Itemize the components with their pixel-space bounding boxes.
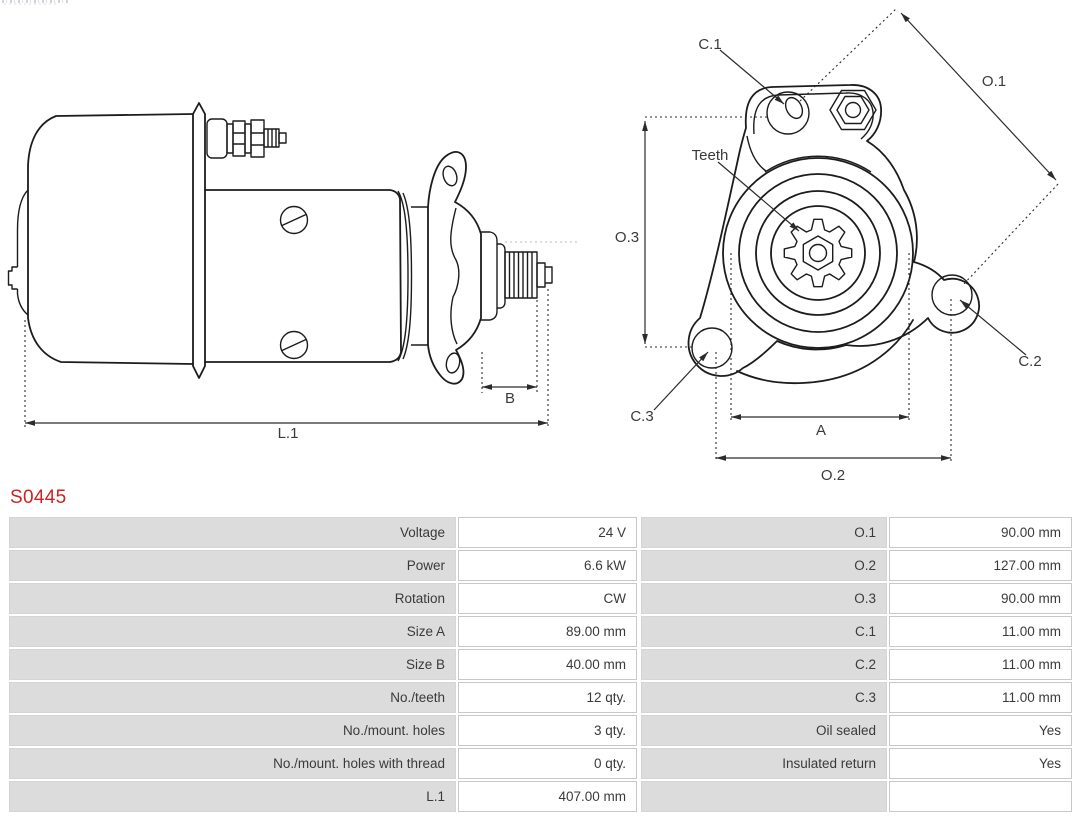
spec-label-cell: O.3 [641, 583, 887, 614]
body-lug [16, 189, 29, 316]
solenoid-terminal [206, 118, 287, 159]
dimension-l1: L.1 [24, 289, 549, 442]
pinion-gear [481, 231, 553, 321]
spec-row: Rotation CW O.3 90.00 mm [9, 583, 1072, 614]
spec-value-cell: 127.00 mm [889, 550, 1072, 581]
spec-label-cell [641, 781, 887, 812]
spec-label-cell: C.3 [641, 682, 887, 713]
drive-housing-neck [411, 206, 428, 346]
flange-plate [192, 102, 206, 379]
spec-row: Power 6.6 kW O.2 127.00 mm [9, 550, 1072, 581]
spec-label-cell: C.1 [641, 616, 887, 647]
plate-inner-line [753, 92, 874, 140]
dimension-o3: O.3 [615, 116, 770, 348]
dimension-b: B [481, 300, 538, 407]
mounting-bracket [427, 151, 482, 385]
motor-body [27, 113, 194, 365]
leader-teeth: Teeth [692, 147, 800, 232]
bolt-boss [829, 89, 877, 131]
bracket-hole-bottom [445, 352, 461, 374]
shaft-tip [536, 262, 553, 288]
bottom-inner-curve [736, 319, 914, 384]
spec-row: L.1 407.00 mm [9, 781, 1072, 812]
spec-label-cell: No./teeth [9, 682, 456, 713]
spec-value-cell: Yes [889, 715, 1072, 746]
spec-row: No./mount. holes with thread 0 qty. Insu… [9, 748, 1072, 779]
spec-value-cell [889, 781, 1072, 812]
leader-c1: C.1 [698, 36, 785, 105]
spec-value-cell: 6.6 kW [458, 550, 637, 581]
spec-value-cell: 24 V [458, 517, 637, 548]
spec-label-cell: Oil sealed [641, 715, 887, 746]
side-view-diagram: B L.1 [7, 102, 578, 442]
spec-row: No./mount. holes 3 qty. Oil sealed Yes [9, 715, 1072, 746]
spec-label-cell: Rotation [9, 583, 456, 614]
bracket-hole-top [442, 165, 458, 187]
front-housing-outline [687, 84, 980, 377]
dim-label-c2: C.2 [1018, 353, 1041, 370]
bracket-inner-contour [450, 207, 460, 345]
screenshot-artifact [4, 3, 56, 5]
body-top-arc [746, 135, 872, 173]
leader-c2: C.2 [959, 299, 1042, 370]
dim-label-c1: C.1 [698, 36, 721, 53]
spec-label-cell: Insulated return [641, 748, 887, 779]
spec-label-cell: Power [9, 550, 456, 581]
dimension-o1: O.1 [799, 7, 1059, 287]
spec-value-cell: 11.00 mm [889, 616, 1072, 647]
motor-cylinder [204, 189, 402, 363]
spec-value-cell: 12 qty. [458, 682, 637, 713]
spec-value-cell: 11.00 mm [889, 682, 1072, 713]
dim-label-c3: C.3 [630, 408, 653, 425]
cylinder-end-rings [397, 190, 413, 362]
mount-hole-c1 [766, 91, 810, 135]
dim-label-l1: L.1 [278, 425, 299, 442]
spec-value-cell: 90.00 mm [889, 517, 1072, 548]
part-number-heading: S0445 [10, 487, 67, 508]
spec-value-cell: 11.00 mm [889, 649, 1072, 680]
spec-value-cell: 90.00 mm [889, 583, 1072, 614]
spec-label-cell: No./mount. holes with thread [9, 748, 456, 779]
spec-value-cell: 407.00 mm [458, 781, 637, 812]
spec-label-cell: Voltage [9, 517, 456, 548]
dimension-a: A [730, 253, 910, 439]
spec-label-cell: C.2 [641, 649, 887, 680]
pinion-teeth-front [783, 218, 853, 288]
spec-row: No./teeth 12 qty. C.3 11.00 mm [9, 682, 1072, 713]
leader-c3: C.3 [630, 351, 709, 425]
dim-label-o2: O.2 [821, 467, 845, 484]
bearing-rings [722, 157, 914, 349]
spec-table: Voltage 24 V O.1 90.00 mm Power 6.6 kW O… [9, 517, 1072, 814]
dim-label-o1: O.1 [982, 73, 1006, 90]
spec-label-cell: Size B [9, 649, 456, 680]
spec-row: Voltage 24 V O.1 90.00 mm [9, 517, 1072, 548]
body-nipple [7, 266, 18, 290]
spec-value-cell: 40.00 mm [458, 649, 637, 680]
front-view-diagram: O.3 O.1 A O.2 C.1 [615, 7, 1059, 484]
spec-label-cell: Size A [9, 616, 456, 647]
spec-label-cell: O.1 [641, 517, 887, 548]
spec-value-cell: 0 qty. [458, 748, 637, 779]
housing-screws [279, 205, 309, 360]
spec-value-cell: 89.00 mm [458, 616, 637, 647]
mount-hole-c2 [931, 274, 973, 316]
dimension-o2: O.2 [715, 299, 952, 484]
mount-hole-c3 [691, 327, 733, 369]
screenshot-artifact [2, 0, 68, 3]
dim-label-a: A [816, 422, 826, 439]
spec-label-cell: No./mount. holes [9, 715, 456, 746]
spec-value-cell: CW [458, 583, 637, 614]
spec-value-cell: Yes [889, 748, 1072, 779]
spec-value-cell: 3 qty. [458, 715, 637, 746]
spec-row: Size A 89.00 mm C.1 11.00 mm [9, 616, 1072, 647]
dim-label-b: B [505, 390, 515, 407]
spec-row: Size B 40.00 mm C.2 11.00 mm [9, 649, 1072, 680]
spec-label-cell: O.2 [641, 550, 887, 581]
spec-label-cell: L.1 [9, 781, 456, 812]
dim-label-o3: O.3 [615, 229, 639, 246]
technical-drawings: B L.1 [7, 7, 1059, 484]
dim-label-teeth: Teeth [692, 147, 729, 164]
